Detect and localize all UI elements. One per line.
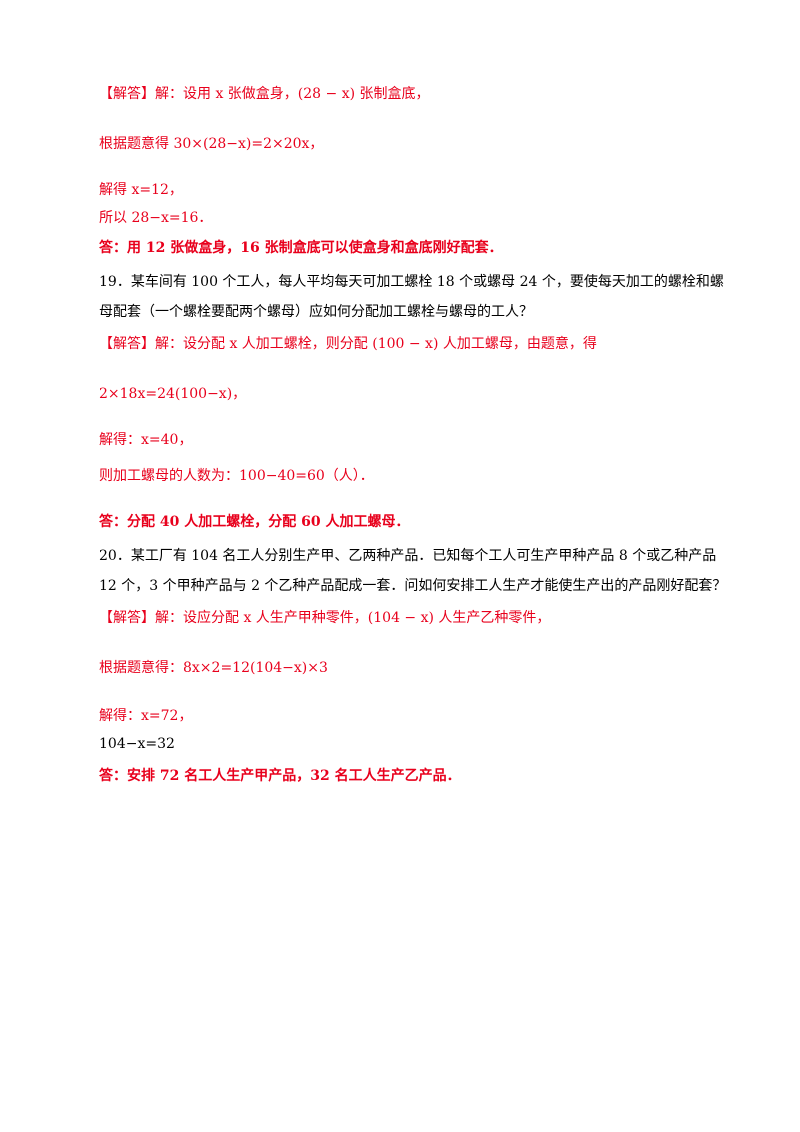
q20-remaining: 104−x=32 <box>99 736 175 752</box>
q20-question-line2: 12 个，3 个甲种产品与 2 个乙种产品配成一套．问如何安排工人生产才能使生产… <box>99 578 727 594</box>
q19-answer: 答：分配 40 人加工螺栓，分配 60 人加工螺母． <box>99 514 410 530</box>
q20-question-line1: 20．某工厂有 104 名工人分别生产甲、乙两种产品．已知每个工人可生产甲种产品… <box>99 548 717 564</box>
q19-question-line1: 19．某车间有 100 个工人，每人平均每天可加工螺栓 18 个或螺母 24 个… <box>99 274 724 290</box>
q20-answer: 答：安排 72 名工人生产甲产品，32 名工人生产乙产品． <box>99 768 461 784</box>
q19-solve: 解得：x=40， <box>99 432 193 448</box>
q18-answer: 答：用 12 张做盒身，16 张制盒底可以使盒身和盒底刚好配套． <box>99 240 503 256</box>
q18-equation: 根据题意得 30×(28−x)=2×20x， <box>99 136 324 152</box>
q18-therefore: 所以 28−x=16． <box>99 210 213 226</box>
q20-equation: 根据题意得：8x×2=12(104−x)×3 <box>99 660 328 676</box>
q19-nut-workers: 则加工螺母的人数为：100−40=60（人）． <box>99 468 374 484</box>
q18-solve: 解得 x=12， <box>99 182 183 198</box>
q19-question-line2: 母配套（一个螺栓要配两个螺母）应如何分配加工螺栓与螺母的工人？ <box>99 304 533 320</box>
q20-solution-line1: 【解答】解：设应分配 x 人生产甲种零件，(104 − x) 人生产乙种零件， <box>99 610 551 626</box>
q18-solution-line1: 【解答】解：设用 x 张做盒身，(28 − x) 张制盒底， <box>99 86 430 102</box>
q19-equation: 2×18x=24(100−x)， <box>99 386 247 402</box>
q20-solve: 解得：x=72， <box>99 708 193 724</box>
q19-solution-line1: 【解答】解：设分配 x 人加工螺栓，则分配 (100 − x) 人加工螺母，由题… <box>99 336 597 352</box>
